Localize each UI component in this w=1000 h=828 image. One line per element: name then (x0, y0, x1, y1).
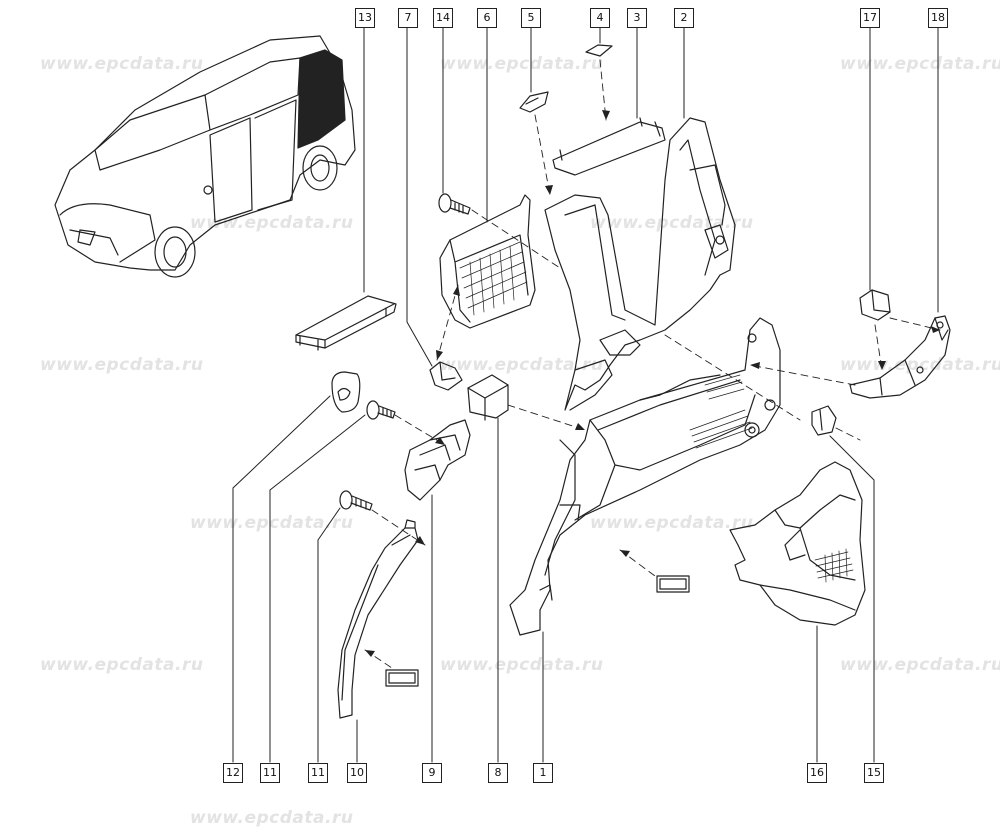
assembly-lines (364, 59, 941, 671)
part-14-screw (438, 193, 471, 215)
callout-11: 11 (308, 763, 328, 783)
part-17-clip (859, 289, 891, 321)
part-13-tray (295, 295, 397, 351)
callout-16: 16 (807, 763, 827, 783)
part-6-grille-panel (439, 194, 536, 329)
part-11-screw-lower (339, 490, 373, 511)
part-10-pillar-strip (337, 519, 419, 719)
callout-6: 6 (477, 8, 497, 28)
part-11-screw-upper (366, 400, 396, 420)
part-12-pad (331, 371, 361, 413)
callout-1: 1 (533, 763, 553, 783)
watermark: www.epcdata.ru (40, 655, 204, 675)
watermark: www.epcdata.ru (190, 513, 354, 533)
part-18-bracket (849, 315, 951, 399)
watermark: www.epcdata.ru (840, 54, 1000, 74)
assembly-arrows (365, 110, 940, 657)
part-16-wheelarch-panel (729, 461, 866, 626)
part-8-bracket (467, 374, 509, 421)
label-placeholder-box (656, 575, 690, 593)
watermark: www.epcdata.ru (440, 655, 604, 675)
part-1-quarter-panel (509, 317, 781, 636)
callout-15: 15 (864, 763, 884, 783)
callout-8: 8 (488, 763, 508, 783)
watermark: www.epcdata.ru (40, 355, 204, 375)
label-placeholder-box (385, 669, 419, 687)
part-5-clip (519, 91, 549, 113)
callout-4: 4 (590, 8, 610, 28)
part-7-clip (429, 361, 463, 391)
watermark: www.epcdata.ru (440, 54, 604, 74)
callout-3: 3 (627, 8, 647, 28)
watermark: www.epcdata.ru (40, 54, 204, 74)
callout-18: 18 (928, 8, 948, 28)
part-4-clip (585, 44, 613, 57)
callout-17: 17 (860, 8, 880, 28)
callout-2: 2 (674, 8, 694, 28)
callout-13: 13 (355, 8, 375, 28)
watermark: www.epcdata.ru (190, 213, 354, 233)
watermark: www.epcdata.ru (840, 355, 1000, 375)
callout-12: 12 (223, 763, 243, 783)
callout-5: 5 (521, 8, 541, 28)
leader-lines (232, 26, 939, 763)
callout-10: 10 (347, 763, 367, 783)
callout-9: 9 (422, 763, 442, 783)
watermark: www.epcdata.ru (440, 355, 604, 375)
watermark: www.epcdata.ru (840, 655, 1000, 675)
part-2-pillar-trim (544, 117, 736, 411)
callout-11: 11 (260, 763, 280, 783)
part-9-handle-trim (404, 419, 471, 501)
part-3-upper-trim (552, 117, 666, 176)
vehicle-overview-illustration (54, 35, 356, 278)
watermark: www.epcdata.ru (590, 513, 754, 533)
callout-14: 14 (433, 8, 453, 28)
part-15-clip (811, 405, 837, 436)
callout-7: 7 (398, 8, 418, 28)
